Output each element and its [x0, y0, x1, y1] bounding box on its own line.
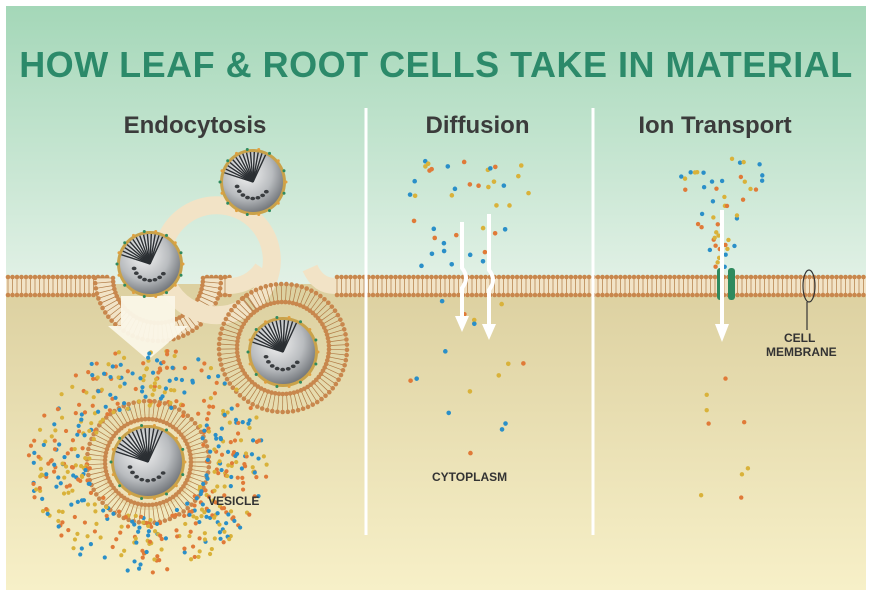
vesicle-label: VESICLE: [208, 494, 260, 508]
panel-title-ion-transport: Ion Transport: [638, 112, 792, 139]
cell-membrane-pointer: [802, 269, 816, 330]
cytoplasm-label: CYTOPLASM: [432, 470, 508, 484]
panel-title-diffusion: Diffusion: [425, 112, 530, 139]
panel-title-endocytosis: Endocytosis: [123, 112, 267, 139]
cell-membrane-label: CELL MEMBRANE: [766, 331, 866, 359]
nanoparticle: [109, 424, 187, 500]
cell-membrane-label-line1: CELL: [784, 331, 816, 345]
nanoparticle: [246, 316, 320, 388]
nanoparticles: [109, 148, 320, 500]
down-arrow-icon: [108, 296, 188, 360]
ion-transport-arrow-icon: [715, 210, 729, 342]
page-title: HOW LEAF & ROOT CELLS TAKE IN MATERIAL: [19, 44, 853, 85]
cell-membrane-label-line2: MEMBRANE: [766, 345, 837, 359]
particles: [26, 156, 765, 575]
diffusion-arrow-icon: [482, 214, 496, 340]
nanoparticle: [115, 230, 185, 298]
nanoparticle: [218, 148, 288, 216]
diffusion-arrow-icon: [455, 222, 469, 332]
